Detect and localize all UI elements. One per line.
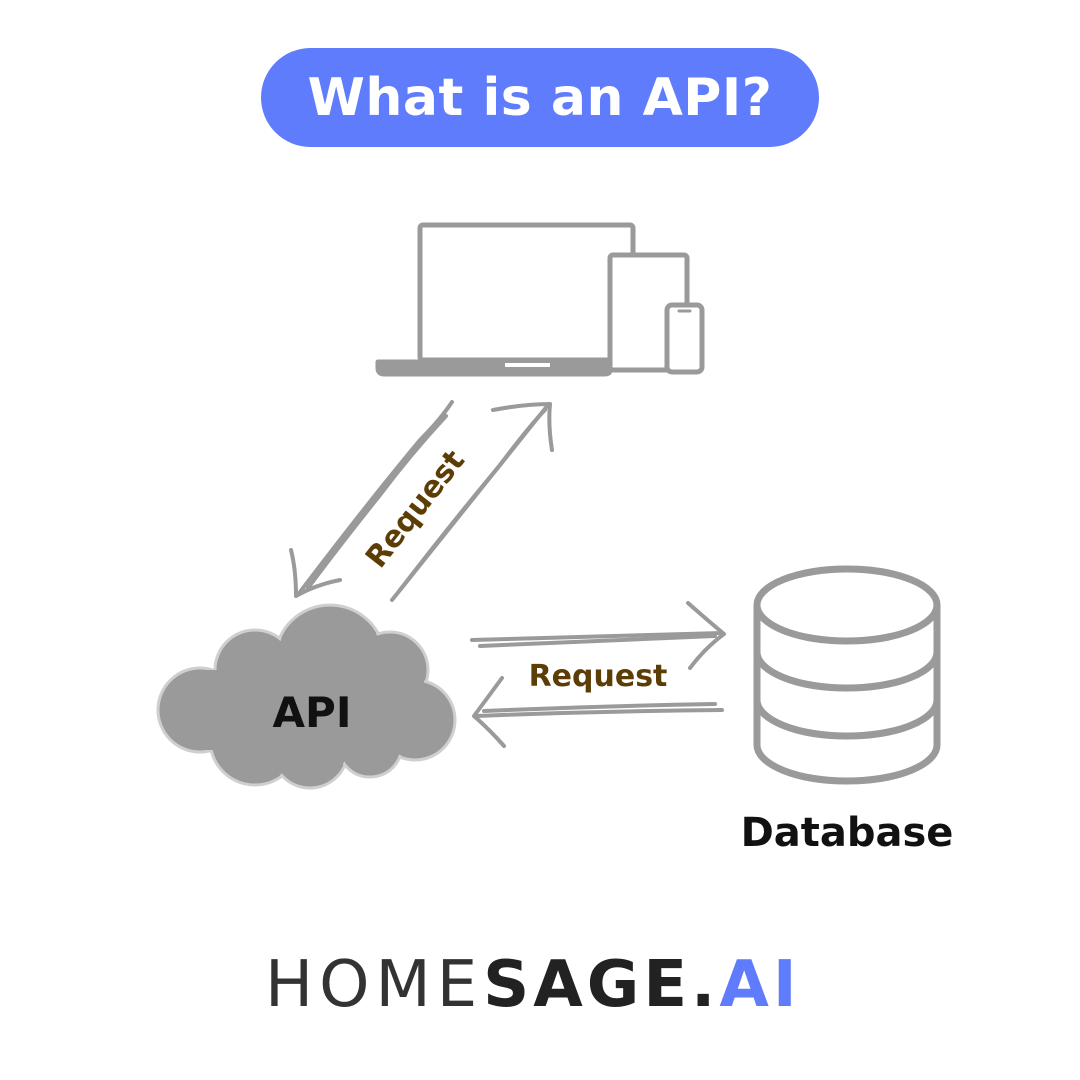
device-api-label: Request [359,444,472,575]
phone-icon [664,302,705,375]
arrow-to-api-horizontal [474,708,724,718]
device-api-arrows [289,400,554,602]
logo-part-ai: AI [719,948,801,1022]
arrow-head-to-devices [491,402,554,452]
arrow-to-api [298,400,454,594]
title-banner: What is an API? [261,48,819,147]
homesage-logo: HOME SAGE. AI [265,950,825,1020]
page-title: What is an API? [307,67,773,128]
api-label: API [273,688,352,737]
devices-icon [375,222,705,377]
database-icon [753,565,941,785]
database-label: Database [741,810,954,856]
arrow-to-database [470,631,724,642]
api-database-arrows [470,601,726,748]
logo-part-sage: SAGE. [483,948,720,1022]
logo-part-home: HOME [265,948,484,1022]
arrow-head-to-database [686,601,726,670]
laptop-icon [375,222,636,377]
arrow-head-to-api [289,548,342,598]
api-database-label: Request [529,659,668,694]
arrow-head-to-api-horizontal [472,676,506,748]
